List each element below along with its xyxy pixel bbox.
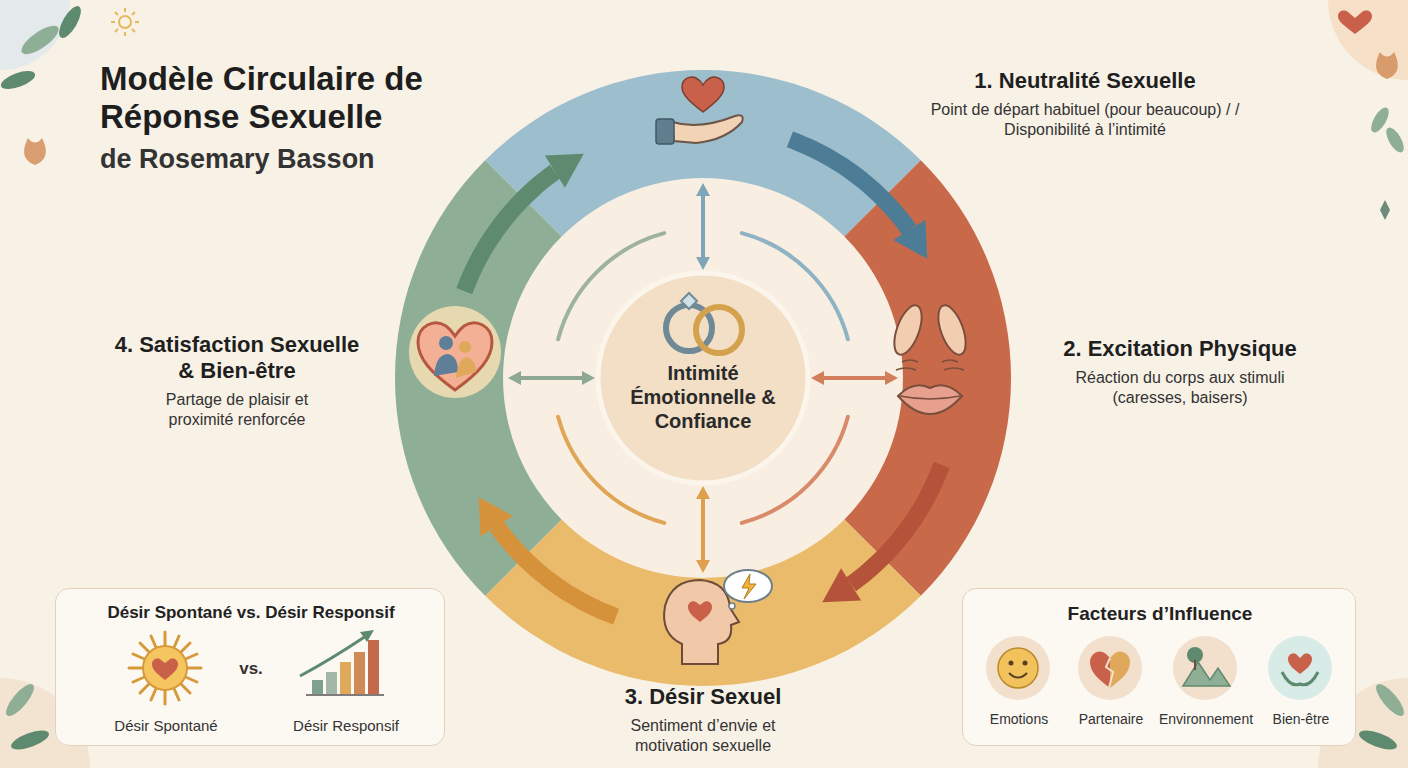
radial-arrow <box>696 486 710 573</box>
inner-arcs <box>558 233 848 523</box>
arrowhead <box>893 220 927 259</box>
panel-fill <box>55 588 445 746</box>
arrowhead <box>696 560 710 573</box>
panel-label: Environnement <box>1159 711 1253 728</box>
stage-description: Partage de plaisir et proximité renforcé… <box>137 390 337 430</box>
title-block: Modèle Circulaire de Réponse Sexuelle de … <box>100 60 450 175</box>
panel-fill <box>962 588 1356 746</box>
arrowhead <box>696 486 710 499</box>
center-circle: Intimité Émotionnelle & Confiance <box>598 273 808 483</box>
arrowhead <box>545 154 584 188</box>
cycle-arrow <box>822 465 941 602</box>
cycle-arrow <box>479 497 616 616</box>
responsive-icon <box>300 630 384 695</box>
connector-line <box>521 376 582 380</box>
connector-line <box>497 526 616 617</box>
stage-label: 1. Neutralité SexuellePoint de départ ha… <box>912 68 1258 140</box>
connector-line <box>790 139 909 230</box>
arrowhead <box>885 371 898 385</box>
arrowhead <box>696 183 710 196</box>
connector-line <box>851 465 942 584</box>
radial-arrow <box>696 183 710 270</box>
panel-label: Partenaire <box>1079 711 1144 728</box>
stage-label: 4. Satisfaction Sexuelle & Bien-êtrePart… <box>112 332 362 430</box>
arrowhead <box>508 371 521 385</box>
arrowhead <box>822 568 861 602</box>
stage-heading: 2. Excitation Physique <box>1030 336 1330 362</box>
arrowhead <box>811 371 824 385</box>
panel-label: Bien-être <box>1273 711 1330 728</box>
stage-label: 2. Excitation PhysiqueRéaction du corps … <box>1030 336 1330 408</box>
panel-label: Désir Responsif <box>293 717 399 735</box>
panel-label: Désir Spontané <box>114 717 217 735</box>
cycle-arrow <box>790 139 927 258</box>
inner-disc <box>503 178 903 578</box>
info-panel: Désir Spontané vs. Désir Responsif vs. Dés… <box>55 588 445 746</box>
spontaneous-icon <box>129 632 201 704</box>
connector-line <box>701 196 705 257</box>
rings-icon <box>666 293 742 353</box>
stage-heading: 3. Désir Sexuel <box>573 684 833 710</box>
connector-line <box>824 376 885 380</box>
stage-heading: 4. Satisfaction Sexuelle & Bien-être <box>115 332 360 384</box>
connector-line <box>464 172 555 291</box>
connector-line <box>701 499 705 560</box>
panel-title: Facteurs d’Influence <box>1068 603 1253 625</box>
center-disc <box>598 273 808 483</box>
panel-label: vs. <box>239 659 263 679</box>
arrowhead <box>582 371 595 385</box>
arrowhead <box>696 257 710 270</box>
info-panel: Facteurs d’InfluenceEmotions Partenaire En… <box>962 588 1356 746</box>
stage-label: 3. Désir SexuelSentiment d’envie et moti… <box>573 684 833 756</box>
hand-heart-icon <box>656 77 743 144</box>
subtitle: de Rosemary Basson <box>100 144 450 175</box>
heart-people-icon <box>409 306 501 398</box>
hands-lips-icon <box>889 302 971 414</box>
panel-label: Emotions <box>990 711 1048 728</box>
stage-description: Point de départ habituel (pour beaucoup)… <box>912 100 1258 140</box>
stage-heading: 1. Neutralité Sexuelle <box>912 68 1258 94</box>
cycle-arrow <box>464 154 583 291</box>
arrowhead <box>479 497 513 536</box>
title: Modèle Circulaire de Réponse Sexuelle <box>100 60 450 136</box>
factor-icons <box>986 636 1332 700</box>
panel-title: Désir Spontané vs. Désir Responsif <box>107 603 394 623</box>
stage-description: Réaction du corps aux stimuli (caresses,… <box>1073 368 1288 408</box>
center-label: Intimité Émotionnelle & Confiance <box>628 361 778 433</box>
head-thought-icon <box>664 570 772 664</box>
radial-arrow <box>811 371 898 385</box>
radial-arrow <box>508 371 595 385</box>
stage-description: Sentiment d’envie et motivation sexuelle <box>616 716 791 756</box>
